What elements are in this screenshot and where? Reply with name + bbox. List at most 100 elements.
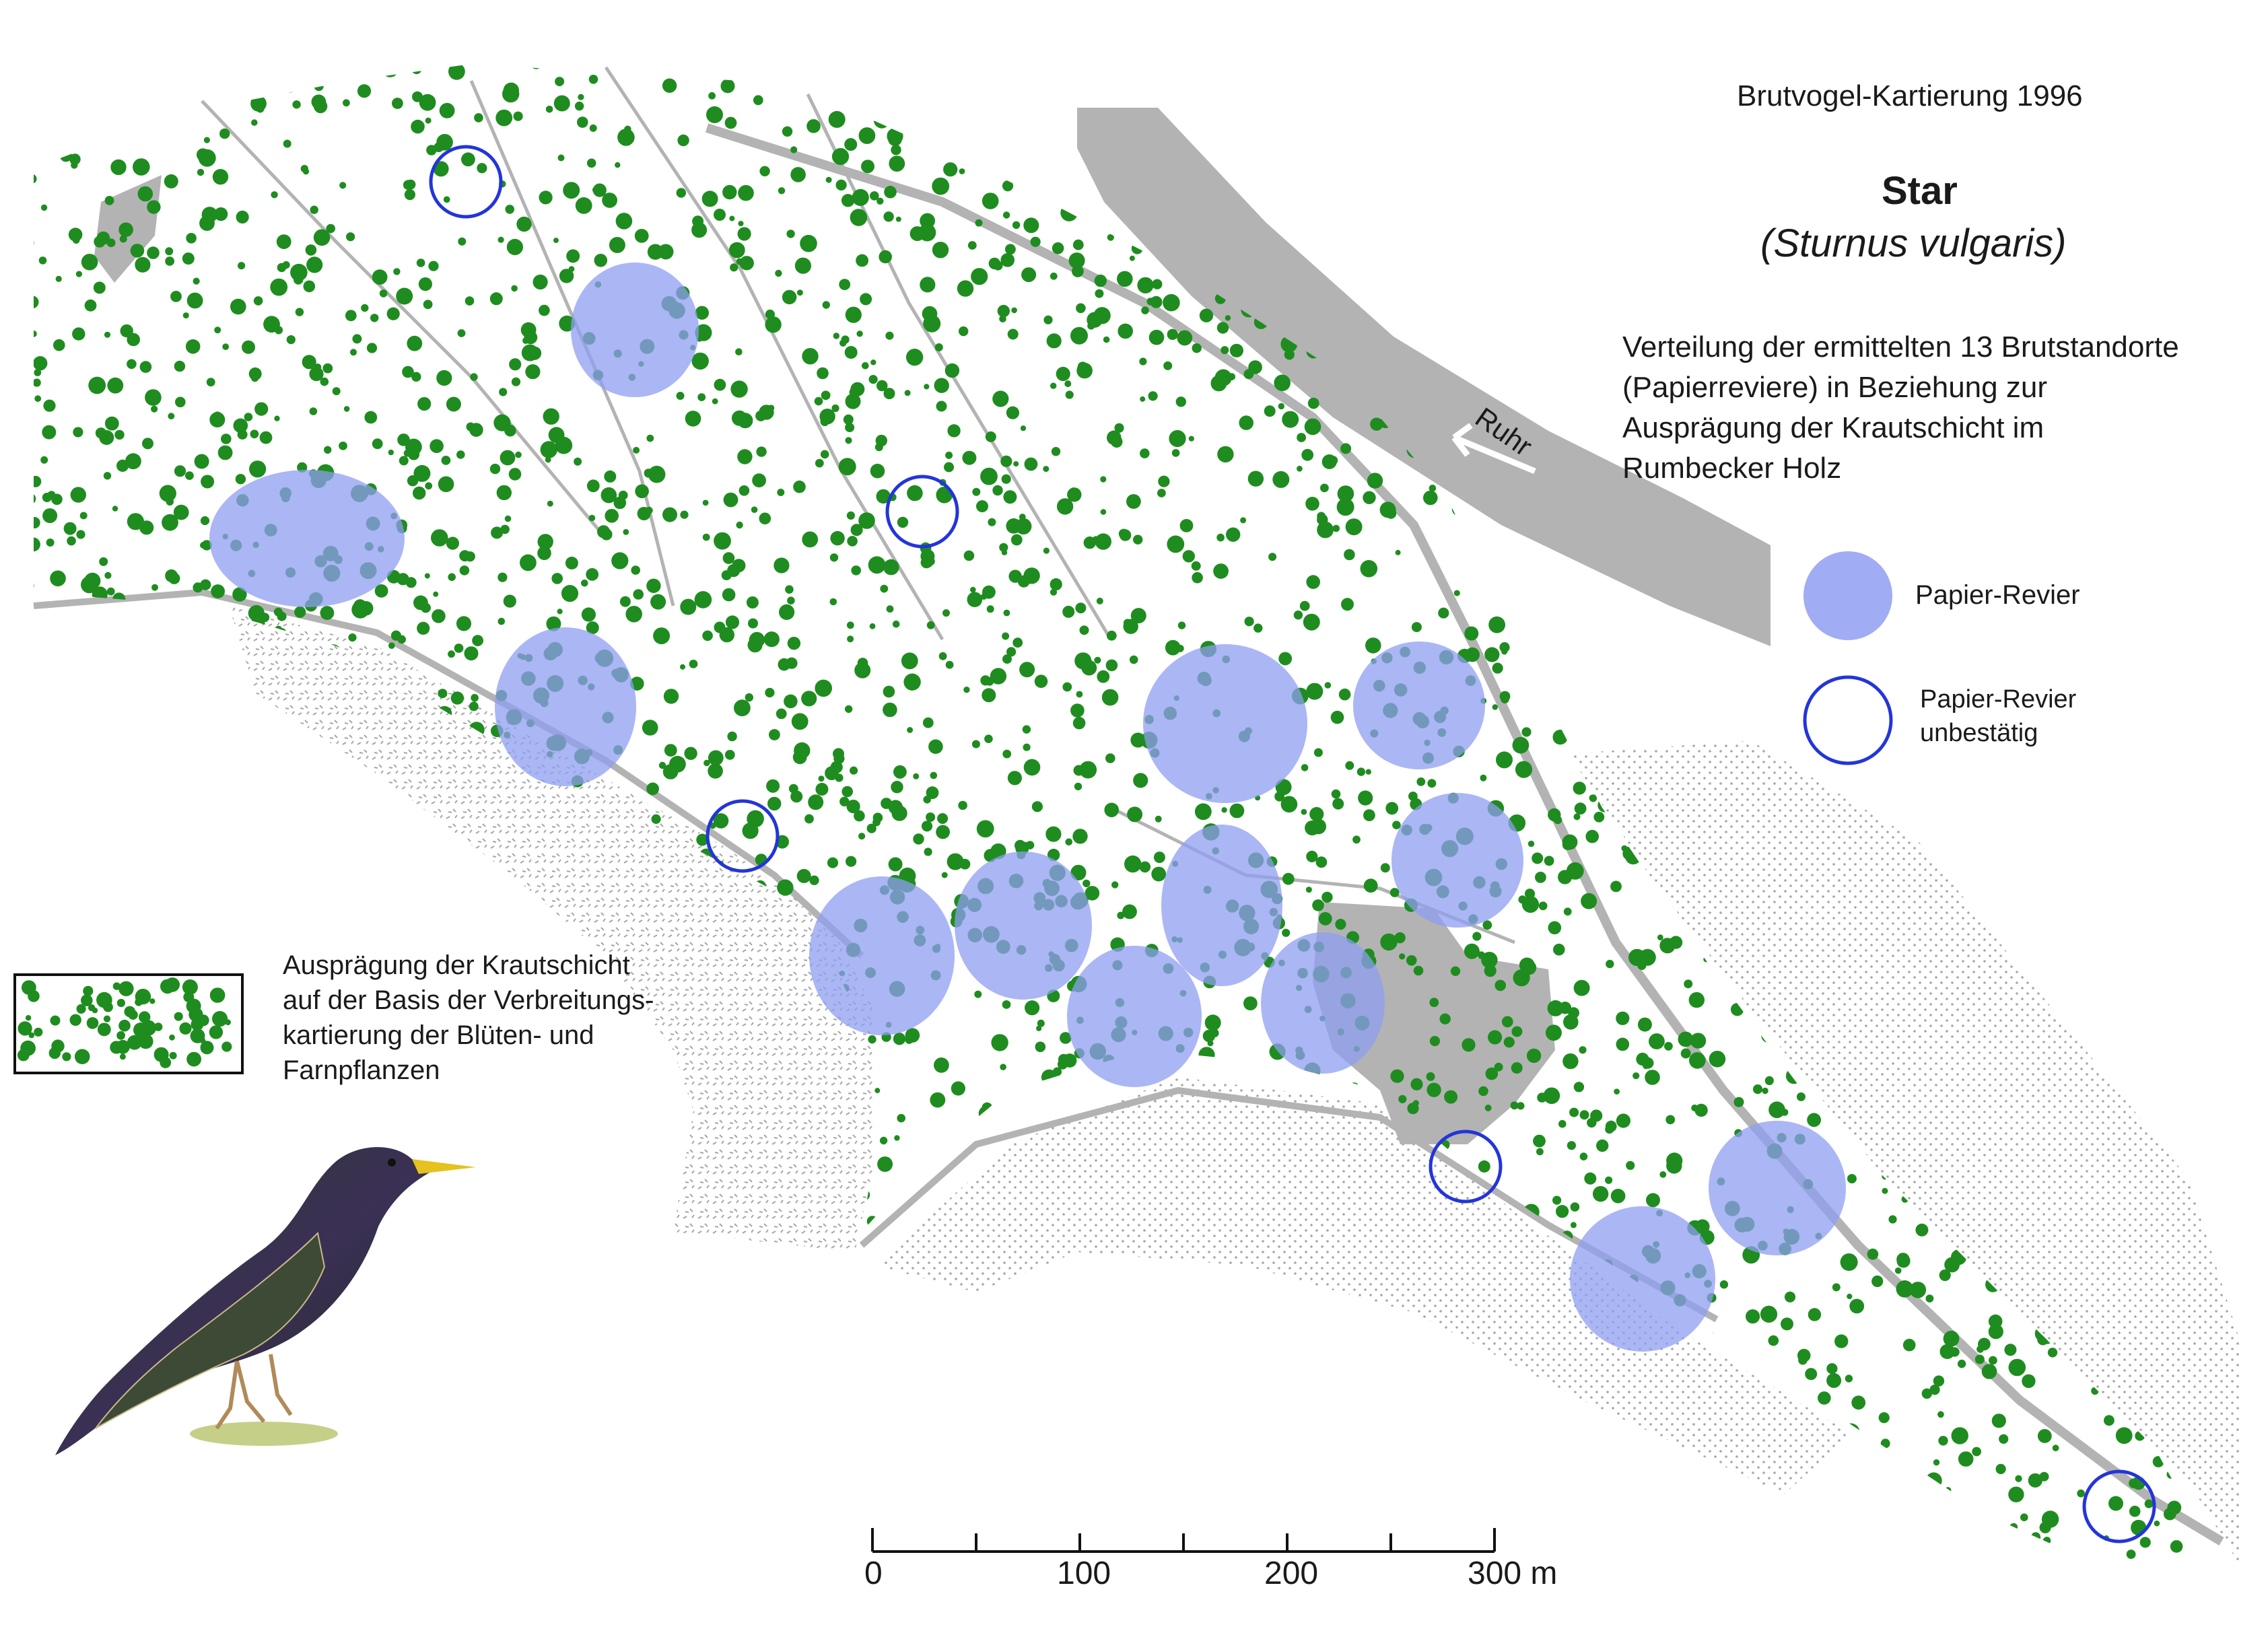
legend-vegetation-dot: [97, 1022, 111, 1037]
vegetation-dot: [470, 373, 478, 381]
vegetation-dot: [133, 666, 151, 683]
vegetation-dot: [1485, 1067, 1499, 1080]
territory-2[interactable]: [209, 470, 405, 607]
vegetation-dot: [990, 668, 1007, 685]
vegetation-dot: [481, 1554, 493, 1566]
vegetation-dot: [1643, 311, 1653, 320]
vegetation-dot: [212, 169, 229, 185]
unconfirmed-territory-5[interactable]: [2082, 1469, 2156, 1543]
vegetation-dot: [2090, 513, 2102, 524]
vegetation-dot: [1657, 934, 1663, 941]
vegetation-dot: [1917, 295, 1929, 308]
vegetation-dot: [433, 161, 449, 177]
vegetation-dot: [876, 1470, 890, 1485]
vegetation-dot: [1552, 110, 1569, 127]
vegetation-dot: [1047, 153, 1062, 168]
vegetation-dot: [572, 1502, 585, 1515]
vegetation-dot: [825, 176, 832, 183]
territory-11[interactable]: [1261, 932, 1385, 1074]
vegetation-dot: [1141, 306, 1149, 314]
vegetation-dot: [828, 110, 846, 128]
vegetation-dot: [1389, 888, 1400, 897]
vegetation-dot: [2119, 845, 2135, 862]
vegetation-dot: [1824, 186, 1834, 196]
unconfirmed-territory-1[interactable]: [429, 145, 503, 219]
vegetation-dot: [1363, 491, 1376, 504]
vegetation-dot: [1761, 1558, 1768, 1564]
vegetation-dot: [665, 1242, 676, 1253]
vegetation-dot: [433, 591, 439, 597]
territory-5[interactable]: [1353, 641, 1485, 769]
vegetation-dot: [611, 552, 629, 569]
vegetation-dot: [1896, 792, 1911, 807]
unconfirmed-territory-2[interactable]: [885, 475, 959, 549]
vegetation-dot: [1994, 1420, 2001, 1426]
territory-9[interactable]: [1161, 825, 1282, 986]
territory-3[interactable]: [495, 627, 636, 786]
vegetation-dot: [2090, 87, 2098, 95]
vegetation-dot: [567, 1463, 576, 1473]
vegetation-dot: [846, 856, 857, 867]
territory-10[interactable]: [1067, 946, 1202, 1087]
krautschicht-line: Ausprägung der Krautschicht: [283, 950, 630, 980]
unconfirmed-territory-3[interactable]: [706, 799, 780, 873]
vegetation-dot: [60, 647, 70, 657]
vegetation-dot: [1300, 1442, 1314, 1456]
vegetation-dot: [66, 106, 77, 118]
territory-1[interactable]: [571, 263, 699, 397]
vegetation-dot: [1261, 1392, 1278, 1408]
vegetation-dot: [1217, 1351, 1227, 1360]
vegetation-dot: [1638, 193, 1651, 205]
vegetation-dot: [782, 289, 797, 305]
vegetation-dot: [1079, 625, 1089, 635]
vegetation-dot: [1288, 1473, 1301, 1486]
vegetation-dot: [1163, 1459, 1170, 1466]
vegetation-dot: [442, 922, 454, 935]
vegetation-dot: [1501, 648, 1508, 655]
territory-12[interactable]: [1709, 1121, 1846, 1255]
vegetation-dot: [2185, 145, 2195, 155]
vegetation-dot: [1842, 499, 1857, 514]
vegetation-dot: [495, 920, 511, 937]
vegetation-dot: [2168, 191, 2184, 207]
vegetation-dot: [1083, 1387, 1093, 1397]
vegetation-dot: [653, 627, 671, 645]
territory-4[interactable]: [1143, 644, 1307, 803]
krautschicht-line: Farnpflanzen: [283, 1055, 440, 1085]
vegetation-dot: [986, 1293, 994, 1300]
unconfirmed-territory-4[interactable]: [1429, 1130, 1503, 1204]
vegetation-dot: [1090, 1387, 1107, 1404]
vegetation-dot: [693, 1493, 701, 1500]
legend-vegetation-dot: [133, 1022, 149, 1038]
territory-8[interactable]: [955, 852, 1092, 1000]
vegetation-dot: [763, 1338, 772, 1347]
territory-7[interactable]: [809, 876, 955, 1035]
vegetation-dot: [55, 695, 64, 705]
vegetation-dot: [278, 1558, 293, 1574]
vegetation-dot: [1946, 659, 1955, 668]
vegetation-dot: [577, 116, 588, 128]
vegetation-dot: [34, 369, 42, 376]
vegetation-dot: [1025, 1486, 1041, 1501]
vegetation-dot: [644, 468, 653, 478]
vegetation-dot: [1000, 455, 1012, 467]
territory-6[interactable]: [1391, 793, 1523, 928]
vegetation-dot: [2073, 847, 2082, 857]
vegetation-dot: [2026, 639, 2039, 652]
territory-13[interactable]: [1570, 1206, 1715, 1352]
vegetation-dot: [809, 875, 819, 886]
vegetation-dot: [121, 834, 133, 846]
vegetation-dot: [1427, 141, 1439, 153]
vegetation-dot: [1072, 239, 1084, 250]
legend-vegetation-dot: [74, 1049, 90, 1064]
vegetation-dot: [454, 644, 464, 653]
vegetation-dot: [1002, 1000, 1011, 1009]
vegetation-dot: [2168, 988, 2176, 996]
vegetation-dot: [1133, 773, 1148, 788]
vegetation-dot: [555, 436, 573, 454]
vegetation-dot: [413, 486, 426, 500]
vegetation-dot: [659, 1284, 677, 1302]
legend-unconfirmed-label: Papier-Revier unbestätig: [1920, 683, 2076, 750]
vegetation-dot: [1268, 1461, 1280, 1473]
vegetation-dot: [1315, 187, 1330, 201]
